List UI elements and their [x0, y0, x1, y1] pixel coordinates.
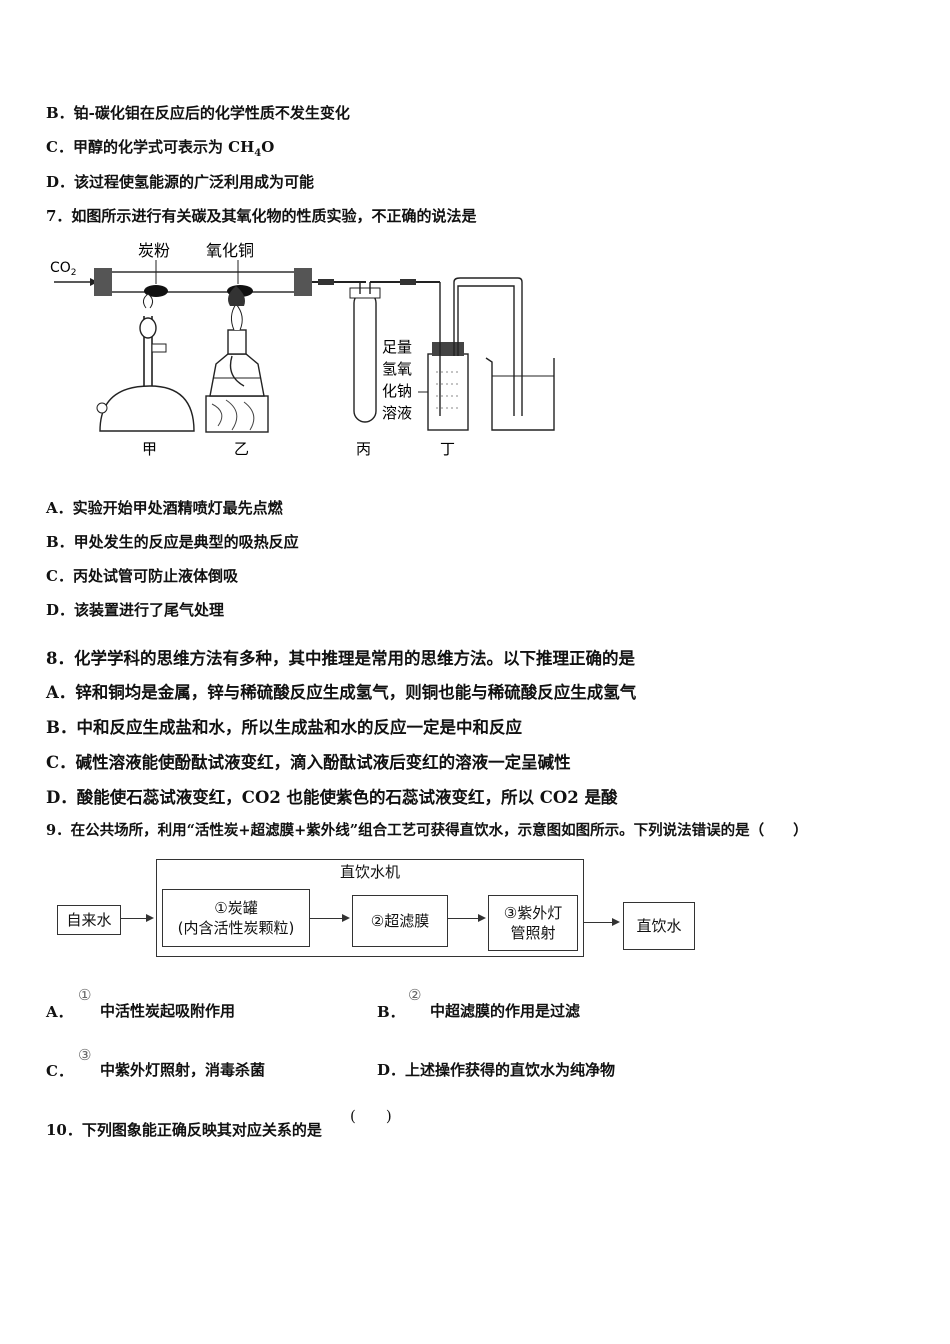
naoh-label-1: 足量 [382, 338, 412, 356]
step1-box: ①炭罐 (内含活性炭颗粒) [162, 889, 310, 947]
q8-option-a: A．锌和铜均是金属，锌与稀硫酸反应生成氢气，则铜也能与稀硫酸反应生成氢气 [46, 683, 637, 702]
q9-option-c-text: 中紫外灯照射，消毒杀菌 [100, 1061, 266, 1079]
q6-option-d: D．该过程使氢能源的广泛利用成为可能 [46, 173, 315, 191]
arrow-tap-to-machine [120, 914, 154, 922]
q10-answer-paren: ( ) [350, 1107, 392, 1125]
rubber-joint-2 [400, 279, 416, 285]
label-bing: 丙 [356, 440, 371, 458]
blowtorch-valve [96, 402, 108, 414]
arrow-machine-to-output [584, 918, 620, 926]
q9-option-a-letter: A． [46, 1003, 73, 1021]
lamp-flame [230, 303, 243, 331]
outlet-pipe-inner [457, 285, 515, 416]
naoh-label-2: 氢氧 [382, 360, 412, 378]
label-ding: 丁 [440, 440, 455, 458]
arrow-step2-to-step3 [448, 914, 486, 922]
machine-label: 直饮水机 [339, 863, 400, 881]
rubber-joint [318, 279, 334, 285]
beaker [485, 357, 555, 431]
naoh-label-3: 化钠 [382, 382, 412, 400]
wood-grain [211, 399, 255, 431]
blowtorch-head [139, 317, 157, 339]
step2-box: ②超滤膜 [352, 895, 448, 947]
output-box: 直饮水 [623, 902, 695, 950]
q7-option-c: C．丙处试管可防止液体倒吸 [46, 567, 238, 585]
q6-option-c-tail: O [261, 138, 275, 156]
washing-bottle-stopper [432, 342, 464, 356]
copper-oxide-label: 氧化铜 [206, 241, 254, 260]
lamp-neck [227, 329, 247, 355]
tap-water-label: 自来水 [66, 910, 112, 929]
q7-option-d: D．该装置进行了尾气处理 [46, 601, 225, 619]
q7-apparatus-figure: CO2 炭粉 氧化铜 甲 乙 丙 足量 氢氧 化钠 溶液 [50, 241, 555, 458]
co2-label: CO2 [50, 260, 77, 278]
step1-label-1: ①炭罐 [214, 898, 258, 917]
right-stopper [294, 268, 312, 296]
naoh-label-4: 溶液 [382, 404, 412, 422]
label-jia: 甲 [142, 440, 157, 458]
washing-bottle [427, 353, 469, 431]
q8-option-d: D．酸能使石蕊试液变红，CO2 也能使紫色的石蕊试液变红，所以 CO2 是酸 [46, 788, 618, 807]
step3-label-1: ③紫外灯 [503, 903, 563, 922]
q8-stem: 8．化学学科的思维方法有多种，其中推理是常用的思维方法。以下推理正确的是 [46, 649, 635, 668]
lamp-wick [229, 355, 245, 387]
output-label: 直饮水 [636, 916, 682, 935]
wire-mesh [228, 286, 245, 306]
blowtorch-knob [151, 343, 167, 353]
q7-stem: 7．如图所示进行有关碳及其氧化物的性质实验，不正确的说法是 [46, 207, 477, 225]
q6-option-b: B．铂-碳化钼在反应后的化学性质不发生变化 [46, 104, 350, 122]
tap-water-box: 自来水 [57, 905, 121, 935]
q8-option-c: C．碱性溶液能使酚酞试液变红，滴入酚酞试液后变红的溶液一定呈碱性 [46, 753, 571, 772]
q8-option-b: B．中和反应生成盐和水，所以生成盐和水的反应一定是中和反应 [46, 718, 522, 737]
q9-option-d: D．上述操作获得的直饮水为纯净物 [377, 1061, 616, 1079]
q9-option-c-circle: ③ [78, 1046, 92, 1064]
q10-stem: 10．下列图象能正确反映其对应关系的是 [46, 1121, 322, 1139]
q6-option-c-text: C．甲醇的化学式可表示为 CH [46, 138, 255, 156]
test-tube [353, 291, 377, 423]
step3-box: ③紫外灯 管照射 [488, 895, 578, 951]
q9-option-b-text: 中超滤膜的作用是过滤 [430, 1002, 581, 1020]
q9-option-a-circle: ① [78, 986, 92, 1004]
carbon-powder-pile [144, 285, 168, 297]
step1-label-2: (内含活性炭颗粒) [177, 919, 295, 937]
arrow-step1-to-step2 [310, 914, 350, 922]
outlet-pipe [453, 277, 523, 416]
bottle-liquid [436, 371, 460, 409]
step3-label-2: 管照射 [510, 924, 556, 942]
alcohol-lamp-body [209, 353, 265, 397]
test-tube-stopper [349, 287, 381, 299]
label-yi: 乙 [234, 440, 249, 458]
q9-stem: 9．在公共场所，利用“活性炭+超滤膜+紫外线”组合工艺可获得直饮水，示意图如图所… [46, 822, 808, 839]
carbon-label: 炭粉 [138, 241, 170, 260]
blowtorch-base [99, 385, 195, 432]
blowtorch-flame [142, 293, 154, 309]
q6-option-c: C．甲醇的化学式可表示为 CH4O [46, 136, 274, 159]
q6-option-c-sub: 4 [254, 148, 262, 159]
left-stopper [94, 268, 112, 296]
q7-option-b: B．甲处发生的反应是典型的吸热反应 [46, 533, 299, 551]
q9-option-c-letter: C． [46, 1062, 73, 1080]
step2-label: ②超滤膜 [370, 911, 430, 930]
q7-option-a: A．实验开始甲处酒精喷灯最先点燃 [46, 499, 283, 517]
q9-option-b-letter: B． [377, 1003, 405, 1021]
reaction-tube [109, 271, 297, 293]
q9-option-a-text: 中活性炭起吸附作用 [100, 1002, 236, 1020]
q9-option-b-circle: ② [408, 986, 422, 1004]
